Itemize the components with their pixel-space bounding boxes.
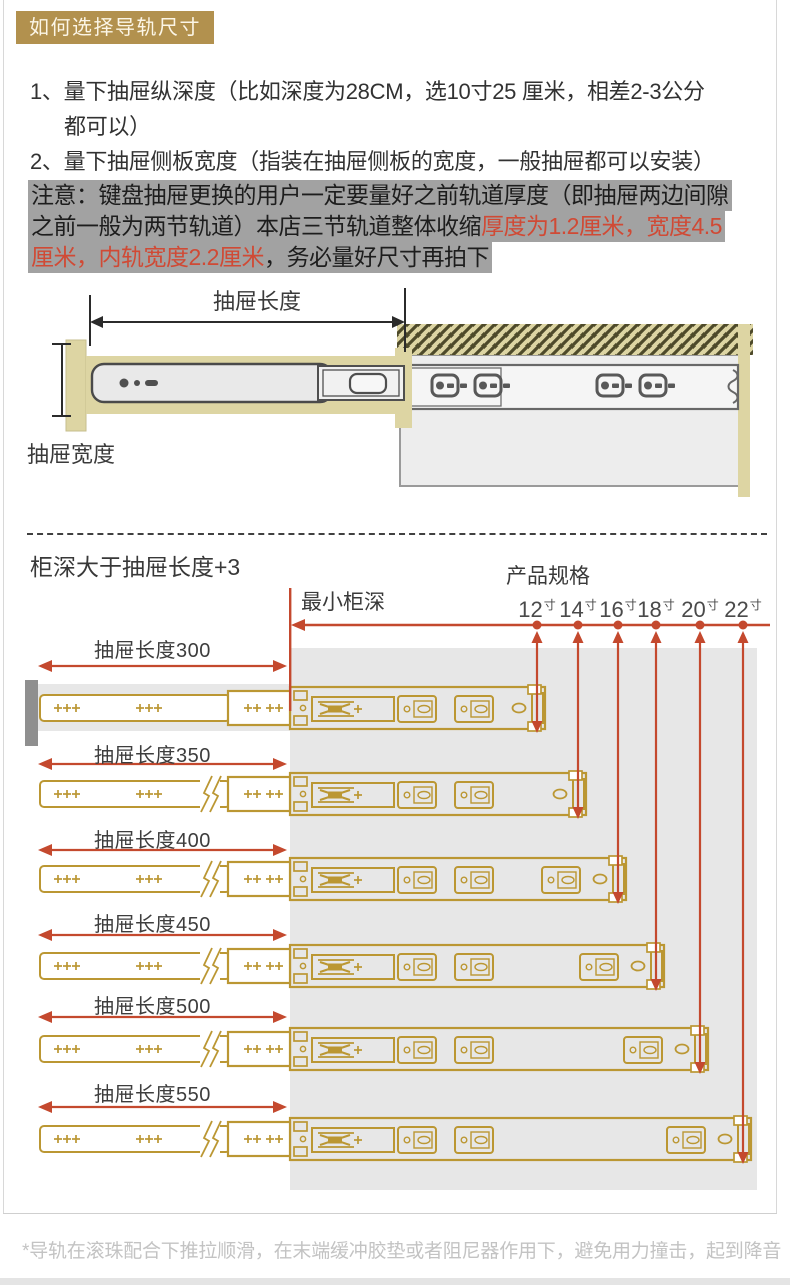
drawer-length-row-label-1: 抽屉长度300	[94, 640, 211, 662]
page-right-border	[776, 0, 777, 1213]
size-label-22: 22寸	[724, 597, 762, 622]
size-marker-12	[531, 620, 543, 733]
size-unit: 寸	[749, 598, 762, 612]
size-unit: 寸	[584, 598, 597, 612]
min-cabinet-depth-label: 最小柜深	[301, 591, 385, 614]
size-selection-diagram	[25, 588, 770, 1190]
row-diagram-1	[38, 660, 547, 732]
section-bottom-border	[3, 1213, 777, 1214]
size-marker-20	[694, 620, 706, 1074]
drawer-length-row-label-2: 抽屉长度350	[94, 745, 211, 767]
size-marker-16	[612, 620, 624, 904]
drawer-length-row-label-3: 抽屉长度400	[94, 830, 211, 852]
size-label-12: 12寸	[518, 597, 556, 622]
notice-red-text: 厚度为1.2厘米，宽度4.5	[481, 213, 722, 239]
size-label-20: 20寸	[681, 597, 719, 622]
section-title-banner: 如何选择导轨尺寸	[16, 11, 214, 44]
row-diagram-5	[38, 1011, 710, 1073]
notice-line-2: 之前一般为两节轨道）本店三节轨道整体收缩厚度为1.2厘米，宽度4.5	[28, 207, 725, 242]
notice-highlight: 厘米，内轨宽度2.2厘米，务必量好尺寸再拍下	[28, 242, 492, 273]
next-section-edge	[0, 1278, 790, 1285]
row-diagram-4	[38, 929, 666, 990]
dashed-divider	[27, 533, 767, 535]
size-unit: 寸	[662, 598, 675, 612]
instruction-1-line-1: 1、量下抽屉纵深度（比如深度为28CM，选10寸25 厘米，相差2-3公分	[30, 79, 705, 104]
row-diagram-2	[38, 758, 588, 818]
instruction-2: 2、量下抽屉侧板宽度（指装在抽屉侧板的宽度，一般抽屉都可以安装）	[30, 149, 715, 174]
footnote: *导轨在滚珠配合下推拉顺滑，在末端缓冲胶垫或者阻尼器作用下，避免用力撞击，起到降…	[22, 1241, 782, 1262]
drawer-length-row-label-4: 抽屉长度450	[94, 914, 211, 936]
size-unit: 寸	[706, 598, 719, 612]
drawer-length-row-label-5: 抽屉长度500	[94, 996, 211, 1018]
size-marker-18	[650, 620, 662, 991]
product-spec-title: 产品规格	[506, 565, 590, 588]
notice-line-3: 厘米，内轨宽度2.2厘米，务必量好尺寸再拍下	[28, 238, 492, 273]
size-label-18: 18寸	[637, 597, 675, 622]
notice-line-1: 注意：键盘抽屉更换的用户一定要量好之前轨道厚度（即抽屉两边间隙	[28, 176, 732, 211]
size-marker-14	[572, 620, 584, 819]
section-title: 如何选择导轨尺寸	[29, 17, 201, 39]
row-diagram-6	[38, 1101, 753, 1163]
notice-red-text: 厘米，内轨宽度2.2厘米	[31, 244, 264, 270]
size-unit: 寸	[543, 598, 556, 612]
notice-highlight: 注意：键盘抽屉更换的用户一定要量好之前轨道厚度（即抽屉两边间隙	[28, 180, 732, 211]
notice-highlight: 之前一般为两节轨道）本店三节轨道整体收缩厚度为1.2厘米，宽度4.5	[28, 211, 725, 242]
drawer-length-label: 抽屉长度	[213, 289, 302, 314]
size-marker-22	[737, 620, 749, 1164]
drawer-measure-diagram	[52, 288, 753, 497]
cabinet-depth-rule-heading: 柜深大于抽屉长度+3	[30, 554, 241, 580]
drawer-width-label: 抽屉宽度	[27, 442, 116, 467]
page-left-border	[3, 0, 4, 1213]
row-diagram-3	[38, 844, 628, 903]
instruction-1-line-2: 都可以）	[64, 114, 151, 139]
size-unit: 寸	[624, 598, 637, 612]
size-label-16: 16寸	[599, 597, 637, 622]
drawer-length-row-label-6: 抽屉长度550	[94, 1084, 211, 1106]
size-label-14: 14寸	[559, 597, 597, 622]
